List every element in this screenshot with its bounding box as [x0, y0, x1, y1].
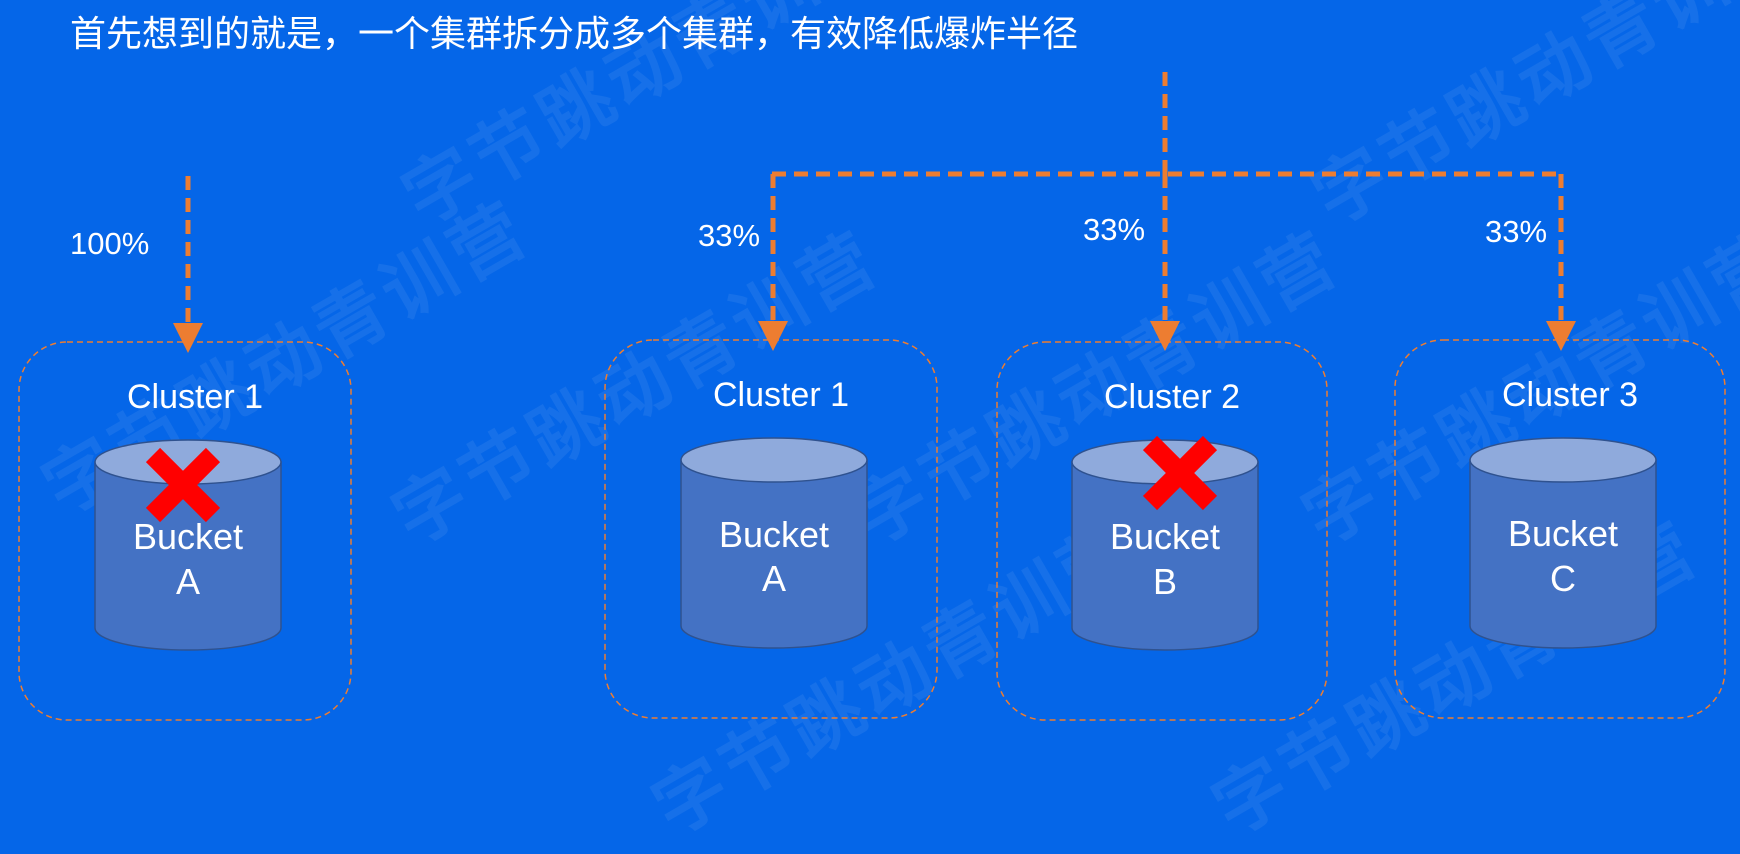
- cluster-box: [604, 339, 938, 719]
- bucket-label: Bucket: [719, 514, 829, 555]
- bucket-cylinder: [94, 439, 282, 651]
- traffic-percent-label: 33%: [1083, 212, 1145, 247]
- bucket-id: A: [176, 561, 200, 602]
- bucket-id: A: [762, 558, 786, 599]
- traffic-percent-label: 100%: [70, 226, 149, 261]
- bucket-label: Bucket: [133, 516, 243, 557]
- bucket-id: B: [1153, 561, 1177, 602]
- traffic-percent-label: 33%: [698, 218, 760, 253]
- cluster-diagram: 100% Cluster 1 Bucket A 33% 33% 33% Clus…: [18, 72, 1726, 721]
- cluster-label: Cluster 1: [127, 378, 263, 416]
- failure-x-icon: [145, 447, 221, 523]
- failure-x-icon: [1142, 435, 1218, 511]
- cluster-box: [18, 341, 352, 721]
- cluster-box: [1394, 339, 1726, 719]
- traffic-percent-label: 33%: [1485, 214, 1547, 249]
- cluster-label: Cluster 2: [1104, 378, 1240, 416]
- page-title: 首先想到的就是，一个集群拆分成多个集群，有效降低爆炸半径: [70, 14, 1079, 55]
- bucket-label: Bucket: [1110, 516, 1220, 557]
- bucket-cylinder: [1469, 437, 1657, 649]
- cluster-label: Cluster 3: [1502, 376, 1638, 414]
- bucket-id: C: [1550, 558, 1576, 599]
- traffic-splitter: [772, 72, 1562, 177]
- bucket-cylinder: [680, 437, 868, 649]
- bucket-label: Bucket: [1508, 513, 1618, 554]
- cluster-label: Cluster 1: [713, 376, 849, 414]
- cluster-box: [996, 341, 1328, 721]
